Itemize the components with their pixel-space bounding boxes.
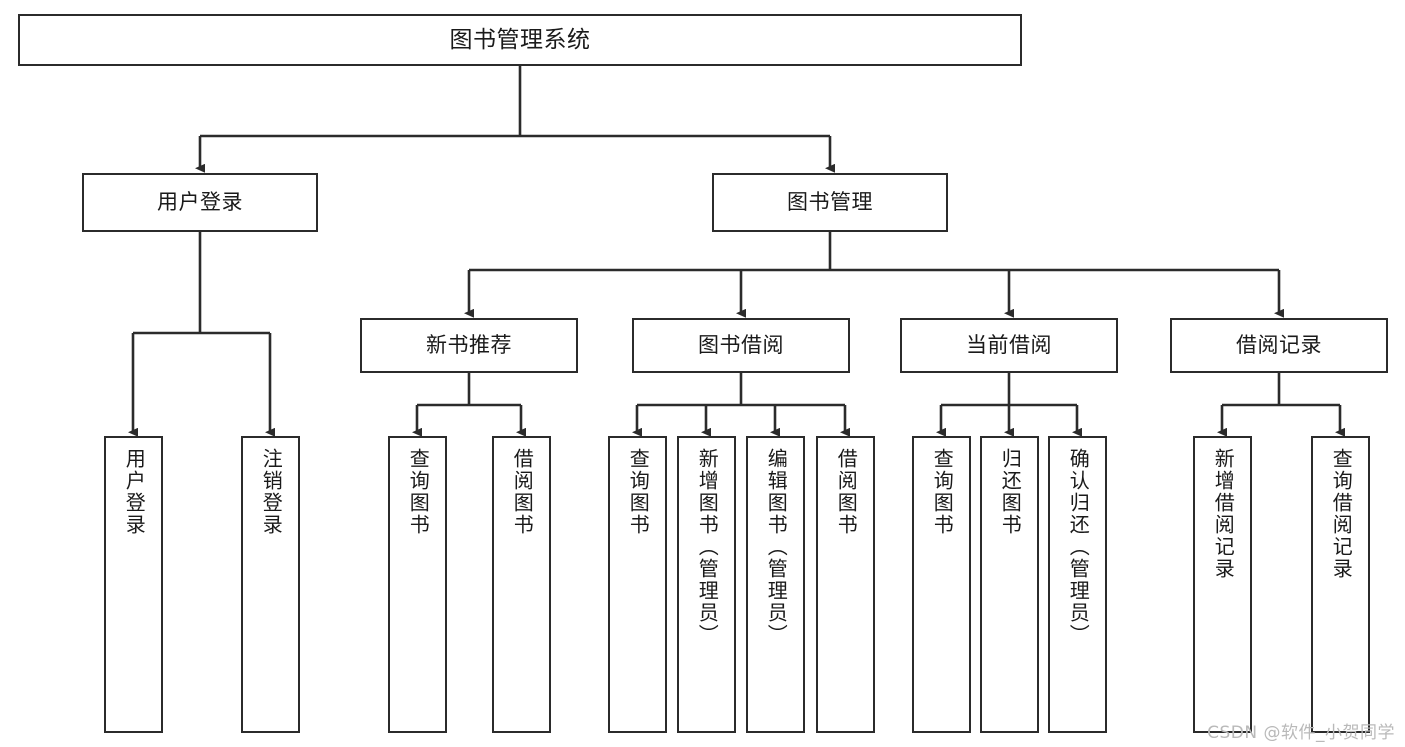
- leaf-query-book-borrow[interactable]: 查询图书: [608, 436, 667, 733]
- leaf-user-logout[interactable]: 注销登录: [241, 436, 300, 733]
- node-label: 用户登录: [157, 190, 243, 215]
- leaf-edit-book-admin[interactable]: 编辑图书（管理员）: [746, 436, 805, 733]
- node-label: 图书管理系统: [449, 26, 591, 53]
- node-label: 图书借阅: [698, 333, 784, 358]
- node-root-system[interactable]: 图书管理系统: [18, 14, 1022, 66]
- node-label: 用户登录: [122, 448, 147, 536]
- leaf-query-borrow-record[interactable]: 查询借阅记录: [1311, 436, 1370, 733]
- node-label: 编辑图书（管理员）: [764, 448, 789, 646]
- leaf-borrow-book-recommend[interactable]: 借阅图书: [492, 436, 551, 733]
- node-user-login[interactable]: 用户登录: [82, 173, 318, 232]
- node-label: 借阅记录: [1236, 333, 1322, 358]
- node-book-management[interactable]: 图书管理: [712, 173, 948, 232]
- node-borrow-record[interactable]: 借阅记录: [1170, 318, 1388, 373]
- leaf-query-book-current[interactable]: 查询图书: [912, 436, 971, 733]
- node-label: 查询图书: [626, 448, 651, 536]
- leaf-borrow-book[interactable]: 借阅图书: [816, 436, 875, 733]
- node-new-book-recommend[interactable]: 新书推荐: [360, 318, 578, 373]
- node-label: 借阅图书: [510, 448, 535, 536]
- leaf-confirm-return-admin[interactable]: 确认归还（管理员）: [1048, 436, 1107, 733]
- node-label: 归还图书: [998, 448, 1023, 536]
- node-label: 查询借阅记录: [1329, 448, 1354, 580]
- node-label: 确认归还（管理员）: [1066, 448, 1091, 646]
- node-book-borrow[interactable]: 图书借阅: [632, 318, 850, 373]
- leaf-user-login[interactable]: 用户登录: [104, 436, 163, 733]
- leaf-return-book[interactable]: 归还图书: [980, 436, 1039, 733]
- node-label: 新书推荐: [426, 333, 512, 358]
- node-label: 查询图书: [406, 448, 431, 536]
- watermark-text: CSDN @软件_小贺同学: [1207, 723, 1395, 743]
- leaf-add-borrow-record[interactable]: 新增借阅记录: [1193, 436, 1252, 733]
- node-label: 新增借阅记录: [1211, 448, 1236, 580]
- node-label: 图书管理: [787, 190, 873, 215]
- leaf-query-book-recommend[interactable]: 查询图书: [388, 436, 447, 733]
- node-label: 新增图书（管理员）: [695, 448, 720, 646]
- node-label: 借阅图书: [834, 448, 859, 536]
- leaf-add-book-admin[interactable]: 新增图书（管理员）: [677, 436, 736, 733]
- node-label: 当前借阅: [966, 333, 1052, 358]
- node-label: 查询图书: [930, 448, 955, 536]
- node-current-borrow[interactable]: 当前借阅: [900, 318, 1118, 373]
- node-label: 注销登录: [259, 448, 284, 536]
